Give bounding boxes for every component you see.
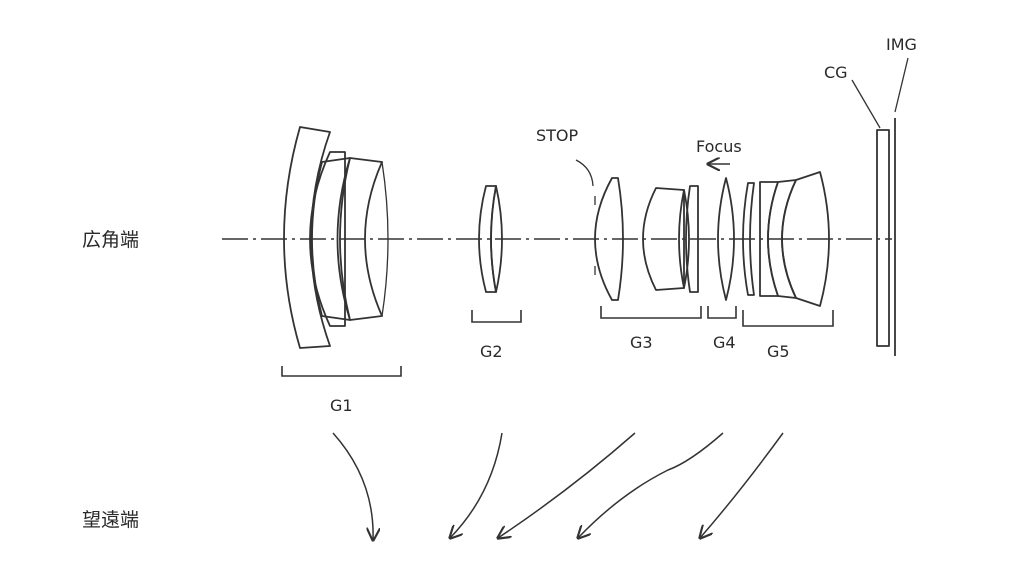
group-label-g2: G2 bbox=[480, 342, 503, 361]
g4-lens-1 bbox=[717, 177, 735, 301]
g3-lens-3 bbox=[683, 189, 690, 289]
cover-glass-label: CG bbox=[824, 63, 848, 82]
g1-lens-2 bbox=[309, 151, 346, 327]
lens-group-g5 bbox=[742, 171, 830, 307]
group-label-g5: G5 bbox=[767, 342, 790, 361]
bracket-g2 bbox=[471, 310, 522, 323]
stop-leader bbox=[575, 159, 594, 187]
g4-zoom-trajectory bbox=[578, 432, 724, 538]
g1-lens-4-back bbox=[381, 161, 389, 317]
lens-group-g1 bbox=[283, 126, 389, 349]
bracket-g4 bbox=[707, 306, 737, 319]
g2-lens-2 bbox=[490, 185, 503, 293]
bracket-g5 bbox=[742, 310, 834, 327]
wide-end-label: 広角端 bbox=[82, 229, 139, 251]
stop-label: STOP bbox=[536, 126, 579, 145]
aperture-stop bbox=[575, 159, 596, 275]
group-label-g4: G4 bbox=[713, 333, 736, 352]
lens-group-g4 bbox=[717, 177, 735, 301]
bracket-g3 bbox=[600, 306, 702, 319]
g1-lens-1 bbox=[283, 126, 331, 349]
cover-glass bbox=[876, 129, 890, 347]
tele-end-label: 望遠端 bbox=[82, 509, 139, 531]
g5-zoom-trajectory bbox=[700, 432, 784, 538]
g3-lens-1 bbox=[594, 177, 624, 301]
g3-lens-4 bbox=[685, 185, 699, 293]
g1-zoom-trajectory bbox=[332, 432, 373, 540]
lens-group-g2 bbox=[478, 185, 503, 293]
cover-glass-leader bbox=[851, 79, 881, 129]
bracket-g1 bbox=[281, 366, 402, 377]
g2-zoom-trajectory bbox=[450, 432, 503, 538]
g5-lens-1 bbox=[742, 182, 755, 296]
image-plane-label: IMG bbox=[886, 35, 917, 54]
image-plane-leader bbox=[894, 57, 909, 113]
g5-lens-4 bbox=[781, 171, 830, 307]
group-label-g3: G3 bbox=[630, 333, 653, 352]
group-label-g1: G1 bbox=[330, 396, 353, 415]
g3-zoom-trajectory bbox=[498, 432, 636, 538]
focus-label: Focus bbox=[696, 137, 742, 156]
g3-lens-2 bbox=[642, 187, 685, 291]
lens-group-g3 bbox=[594, 177, 699, 301]
